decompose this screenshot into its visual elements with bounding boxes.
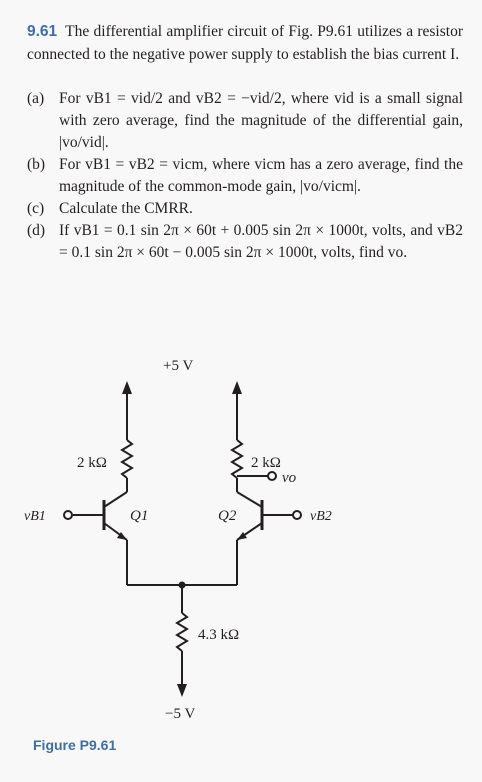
vb2-terminal (292, 510, 302, 520)
right-resistor-label: 2 kΩ (251, 455, 281, 471)
part-c: (c) Calculate the CMRR. (27, 198, 463, 220)
problem-parts: (a) For vB1 = vid/2 and vB2 = −vid/2, wh… (27, 88, 463, 264)
negative-supply-arrow-icon (177, 684, 187, 697)
positive-supply-label: +5 V (163, 358, 193, 374)
right-collector-resistor (230, 439, 244, 479)
emitter-resistor (175, 612, 189, 652)
vo-terminal (267, 471, 277, 481)
emitter-resistor-label: 4.3 kΩ (198, 627, 239, 643)
circuit-diagram: +5 V 2 kΩ 2 kΩ vo vB1 vB2 Q1 Q2 4.3 kΩ −… (24, 358, 332, 722)
left-resistor-label: 2 kΩ (77, 455, 107, 471)
problem-number: 9.61 (27, 23, 58, 40)
left-collector-resistor (120, 439, 134, 479)
vb2-label: vB2 (310, 509, 332, 524)
part-b-label: (b) (27, 156, 46, 173)
right-supply-arrow-icon (232, 381, 242, 394)
figure-caption: Figure P9.61 (33, 737, 117, 753)
vb1-label: vB1 (24, 509, 46, 524)
problem-block: 9.61 The differential amplifier circuit … (27, 21, 463, 264)
q1-collector (103, 491, 128, 508)
q2-collector (236, 491, 263, 508)
q2-label: Q2 (218, 508, 237, 524)
q1-emitter-arrow-icon (117, 532, 127, 540)
vb1-terminal (63, 510, 73, 520)
part-d: (d) If vB1 = 0.1 sin 2π × 60t + 0.005 si… (27, 220, 463, 264)
problem-text: The differential amplifier circuit of Fi… (27, 23, 463, 63)
part-d-label: (d) (27, 222, 46, 239)
part-b-text: For vB1 = vB2 = vicm, where vicm has a z… (59, 156, 463, 195)
negative-supply-label: −5 V (165, 706, 195, 722)
part-a-label: (a) (27, 90, 45, 107)
problem-statement: 9.61 The differential amplifier circuit … (27, 21, 463, 66)
left-supply-arrow-icon (122, 381, 132, 394)
vo-label: vo (282, 470, 297, 486)
part-c-label: (c) (27, 200, 45, 217)
part-d-text: If vB1 = 0.1 sin 2π × 60t + 0.005 sin 2π… (59, 222, 463, 261)
part-a: (a) For vB1 = vid/2 and vB2 = −vid/2, wh… (27, 88, 463, 154)
q1-label: Q1 (130, 508, 148, 524)
part-b: (b) For vB1 = vB2 = vicm, where vicm has… (27, 154, 463, 198)
part-c-text: Calculate the CMRR. (59, 200, 193, 217)
part-a-text: For vB1 = vid/2 and vB2 = −vid/2, where … (59, 90, 463, 151)
q2-emitter-arrow-icon (237, 532, 247, 540)
